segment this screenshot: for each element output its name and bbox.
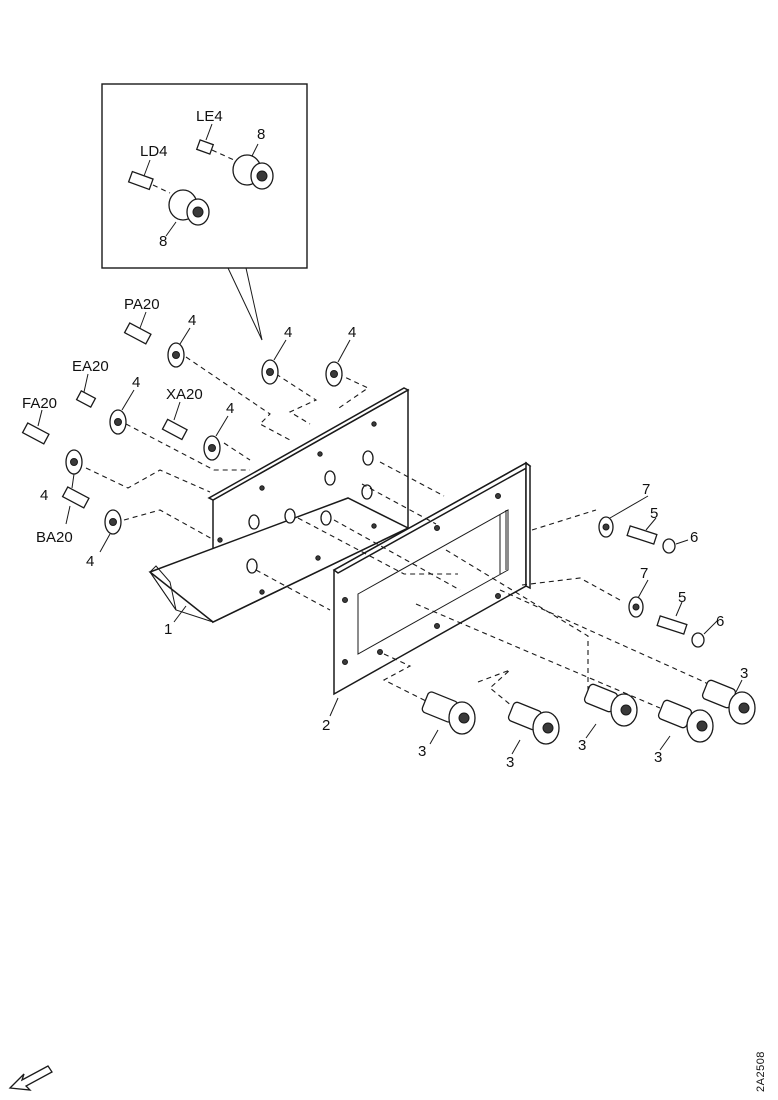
- label-fa20: FA20: [22, 395, 57, 412]
- plug-xa20: [161, 418, 188, 441]
- detail-inset: [101, 83, 308, 341]
- label-ld4: LD4: [140, 143, 168, 160]
- label-6-a: 6: [690, 529, 698, 546]
- connector-ld4: [127, 170, 171, 194]
- label-3-a: 3: [418, 743, 426, 760]
- part-8-lower: [168, 189, 210, 226]
- plug-ea20: [75, 389, 97, 409]
- label-3-d: 3: [654, 749, 662, 766]
- screw-5-a: [626, 525, 658, 545]
- washer-4-f: [65, 449, 83, 475]
- washers-part-4: [65, 342, 343, 535]
- connector-3-c: [583, 683, 638, 727]
- label-xa20: XA20: [166, 386, 203, 403]
- wire-plugs: [21, 322, 188, 509]
- plug-fa20: [21, 422, 50, 445]
- connector-3-b: [507, 701, 560, 745]
- nut-6-a: [662, 538, 676, 554]
- leader-lines: [37, 123, 743, 755]
- label-4-c: 4: [348, 324, 356, 341]
- plug-pa20: [123, 322, 152, 345]
- label-8-upper: 8: [257, 126, 265, 143]
- label-le4: LE4: [196, 108, 223, 125]
- front-arrow-icon: [8, 1065, 53, 1091]
- washer-4-b: [261, 359, 279, 385]
- washer-4-a: [167, 342, 185, 368]
- nut-6-b: [691, 632, 705, 648]
- label-ea20: EA20: [72, 358, 109, 375]
- bracket-holes: [217, 421, 377, 595]
- part-8-upper: [232, 154, 274, 190]
- connector-le4: [195, 139, 235, 161]
- label-3-e: 3: [740, 665, 748, 682]
- washer-4-d: [109, 409, 127, 435]
- right-fasteners: [598, 516, 705, 648]
- label-4-f: 4: [40, 487, 48, 504]
- label-5-a: 5: [650, 505, 658, 522]
- connector-3-e: [701, 679, 756, 725]
- washer-7-a: [598, 516, 614, 538]
- callout-labels: LE4 LD4 8 8 PA20 EA20 FA20 XA20 BA20 4 4…: [22, 108, 748, 771]
- label-7-b: 7: [640, 565, 648, 582]
- assembly-lines: [85, 356, 721, 709]
- washer-4-c: [325, 361, 343, 387]
- washer-4-g: [104, 509, 122, 535]
- label-5-b: 5: [678, 589, 686, 606]
- plug-ba20: [61, 486, 90, 509]
- label-4-b: 4: [284, 324, 292, 341]
- label-1: 1: [164, 621, 172, 638]
- connector-3-a: [421, 691, 476, 735]
- label-3-b: 3: [506, 754, 514, 771]
- label-3-c: 3: [578, 737, 586, 754]
- label-4-d: 4: [132, 374, 140, 391]
- connector-3-d: [657, 699, 714, 743]
- washer-4-e: [203, 435, 221, 461]
- washer-7-b: [628, 596, 644, 618]
- label-7-a: 7: [642, 481, 650, 498]
- label-8-lower: 8: [159, 233, 167, 250]
- label-ba20: BA20: [36, 529, 73, 546]
- figure-code: 2A2508: [755, 1051, 767, 1092]
- label-4-e: 4: [226, 400, 234, 417]
- label-2: 2: [322, 717, 330, 734]
- label-4-a: 4: [188, 312, 196, 329]
- label-6-b: 6: [716, 613, 724, 630]
- label-pa20: PA20: [124, 296, 160, 313]
- label-4-g: 4: [86, 553, 94, 570]
- connectors-part-3: [421, 679, 756, 745]
- screw-5-b: [656, 615, 688, 635]
- plate-part-2: [332, 461, 532, 696]
